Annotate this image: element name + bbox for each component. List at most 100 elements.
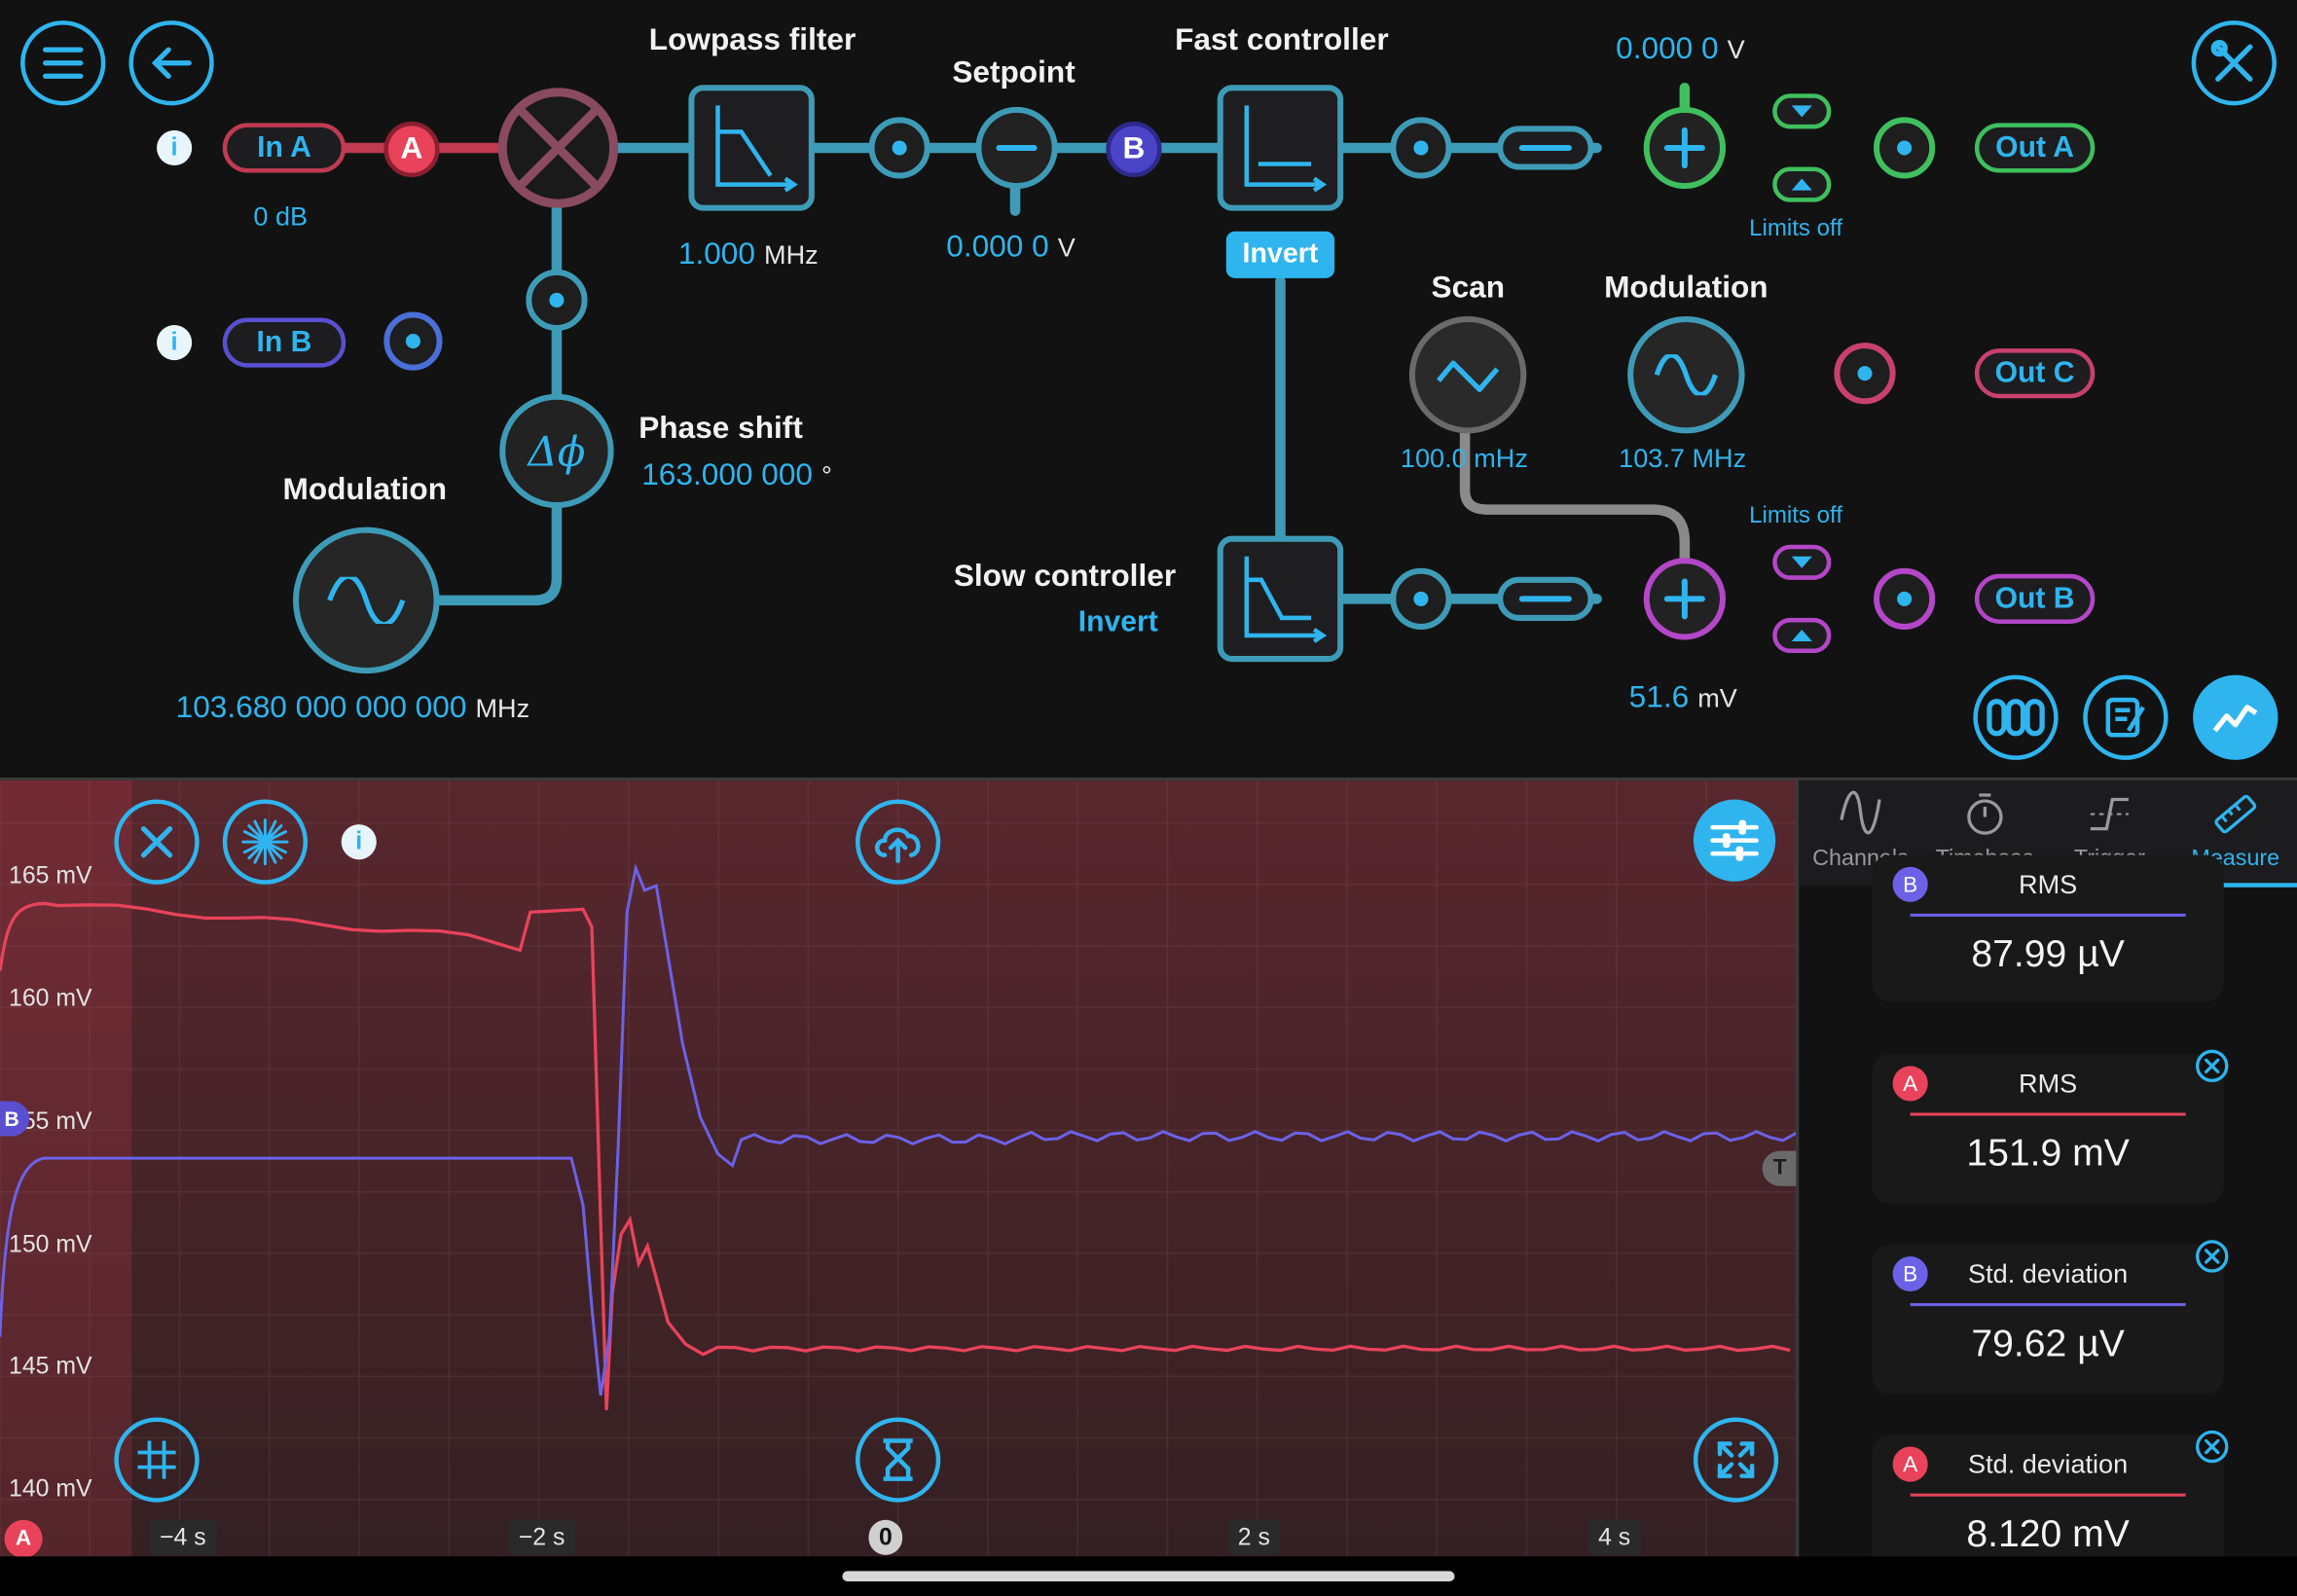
x-axis-tick-label: −4 s — [149, 1519, 217, 1555]
timebase-hourglass-button[interactable] — [855, 1417, 941, 1503]
channel-badge: A — [1892, 1066, 1928, 1102]
out-a-offset-value: 0.000 0 — [1616, 32, 1719, 66]
channels-overview-button[interactable] — [1973, 674, 2059, 760]
clear-scope-button[interactable] — [114, 799, 200, 885]
modulation-main-button[interactable] — [293, 526, 440, 674]
scan-frequency[interactable]: 100.0 mHz — [1400, 443, 1528, 473]
out-a-minus-button[interactable] — [1497, 126, 1594, 170]
setpoint-subtract-button[interactable] — [975, 106, 1058, 190]
in-a-button[interactable]: In A — [222, 123, 346, 173]
channel-b-trace — [0, 862, 1797, 1396]
measurement-name: Std. deviation — [1968, 1258, 2129, 1289]
slow-controller-response-icon — [1244, 556, 1328, 643]
in-b-label: In B — [256, 325, 312, 358]
in-b-info-icon[interactable]: i — [157, 325, 193, 361]
in-a-info-icon[interactable]: i — [157, 129, 193, 166]
out-a-button[interactable]: Out A — [1974, 123, 2096, 173]
lowpass-title: Lowpass filter — [648, 23, 857, 57]
phase-shift-value[interactable]: 163.000 000° — [641, 458, 832, 493]
channels-icon — [1987, 699, 2045, 737]
remove-measurement-button[interactable] — [2195, 1429, 2230, 1464]
notes-icon — [2105, 697, 2145, 738]
modulation-main-title: Modulation — [282, 472, 448, 507]
scope-info-icon[interactable]: i — [341, 824, 377, 860]
scope-channel-b-marker[interactable]: B — [0, 1101, 30, 1137]
lowpass-filter-button[interactable] — [688, 85, 815, 211]
out-c-label: Out C — [1994, 356, 2075, 389]
measurement-name: Std. deviation — [1968, 1449, 2129, 1479]
out-b-upper-limit-button[interactable] — [1772, 544, 1832, 580]
trigger-level-marker[interactable]: T — [1762, 1150, 1798, 1186]
lowpass-frequency-value: 1.000 — [677, 236, 755, 272]
modulation-c-frequency[interactable]: 103.7 MHz — [1619, 443, 1747, 473]
out-a-upper-limit-button[interactable] — [1772, 93, 1832, 129]
lowpass-frequency-unit: MHz — [764, 239, 819, 270]
autoscale-button[interactable] — [1693, 1417, 1779, 1503]
phase-shift-value-number: 163.000 000 — [641, 457, 814, 492]
grid-toggle-button[interactable] — [114, 1417, 200, 1503]
out-b-lower-limit-button[interactable] — [1772, 617, 1832, 654]
settings-button[interactable] — [2191, 20, 2277, 106]
ruler-icon — [2214, 794, 2257, 834]
slow-invert-toggle[interactable]: Invert — [1077, 605, 1158, 639]
fast-out-node[interactable] — [1390, 117, 1452, 179]
fast-controller-title: Fast controller — [1175, 23, 1389, 57]
active-tab-underline — [2173, 883, 2297, 888]
out-b-minus-button[interactable] — [1497, 576, 1594, 621]
menu-button[interactable] — [20, 20, 106, 106]
scope-settings-button[interactable] — [1693, 799, 1776, 882]
out-a-node[interactable] — [1874, 117, 1936, 179]
close-icon — [140, 825, 173, 858]
channel-badge: B — [1892, 1255, 1928, 1292]
out-c-node[interactable] — [1834, 343, 1896, 405]
sine-wave-icon — [1654, 354, 1718, 396]
hourglass-icon — [883, 1438, 913, 1481]
measurement-underline — [1910, 1303, 2186, 1307]
phase-shift-button[interactable]: Δϕ — [499, 393, 614, 509]
upload-button[interactable] — [855, 799, 941, 885]
modulation-c-button[interactable] — [1627, 315, 1745, 434]
measurement-value: 8.120 mV — [1966, 1510, 2130, 1555]
scope-toggle-button[interactable] — [2193, 674, 2279, 760]
sine-wave-icon — [327, 576, 406, 624]
mixer-out-node[interactable] — [526, 269, 588, 332]
in-b-node[interactable] — [383, 311, 443, 371]
notes-button[interactable] — [2083, 674, 2169, 760]
scope-channel-a-marker[interactable]: A — [4, 1519, 43, 1558]
out-a-sum-button[interactable] — [1643, 106, 1727, 190]
lowpass-frequency[interactable]: 1.000 MHz — [678, 237, 819, 272]
out-a-lower-limit-button[interactable] — [1772, 166, 1832, 202]
out-b-node[interactable] — [1874, 567, 1936, 630]
out-a-label: Out A — [1995, 130, 2074, 163]
slow-controller-title: Slow controller — [953, 559, 1177, 594]
channel-a-trace — [0, 901, 1791, 1411]
slow-out-node[interactable] — [1390, 567, 1452, 630]
out-a-limits[interactable]: Limits off — [1749, 216, 1843, 242]
in-b-button[interactable]: In B — [222, 317, 346, 368]
slow-controller-button[interactable] — [1217, 535, 1344, 663]
back-button[interactable] — [128, 20, 214, 106]
modulation-c-title: Modulation — [1604, 271, 1768, 305]
remove-measurement-button[interactable] — [2195, 1048, 2230, 1083]
out-b-limits[interactable]: Limits off — [1749, 503, 1843, 529]
out-c-button[interactable]: Out C — [1974, 348, 2096, 399]
out-b-sum-button[interactable] — [1643, 558, 1727, 640]
remove-measurement-button[interactable] — [2195, 1239, 2230, 1274]
fast-invert-toggle[interactable]: Invert — [1225, 231, 1335, 278]
persistence-button[interactable] — [222, 799, 309, 885]
out-b-button[interactable]: Out B — [1974, 573, 2096, 624]
home-indicator[interactable] — [842, 1571, 1455, 1581]
in-a-gain[interactable]: 0 dB — [253, 201, 309, 232]
scan-button[interactable] — [1408, 315, 1527, 434]
fast-controller-response-icon — [1244, 105, 1328, 193]
hamburger-menu-icon — [43, 47, 84, 79]
fast-controller-button[interactable] — [1217, 85, 1344, 211]
lowpass-out-node[interactable] — [868, 117, 930, 179]
